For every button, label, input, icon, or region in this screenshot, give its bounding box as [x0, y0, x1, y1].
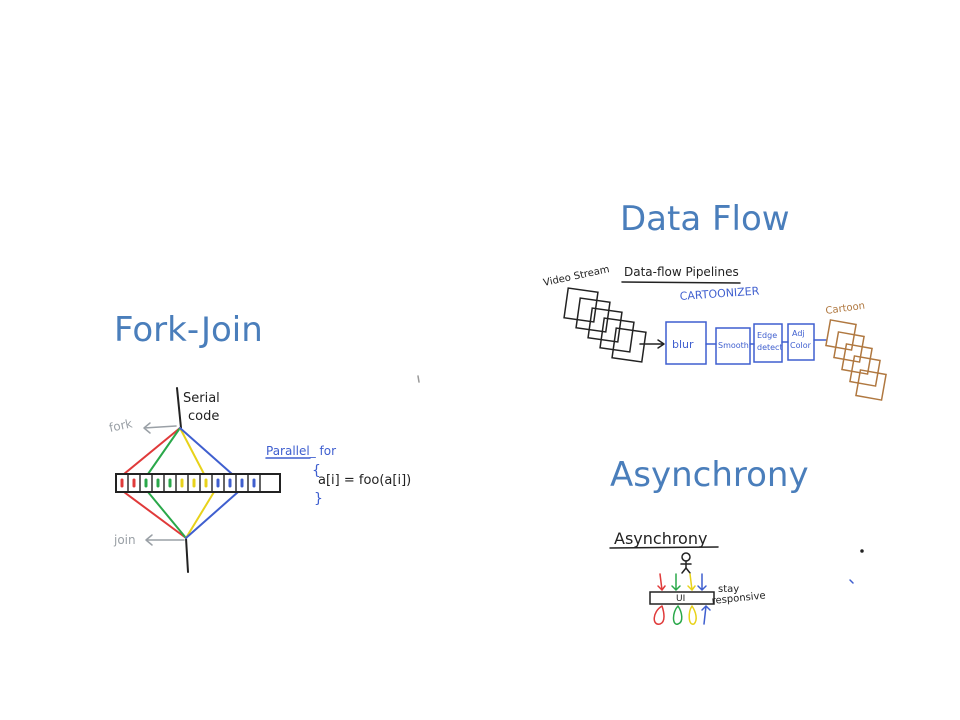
parallel-for-label: Parallel_ for: [266, 444, 336, 458]
pipeline-heading: Data-flow Pipelines: [624, 265, 739, 279]
asynchrony-title: Asynchrony: [610, 455, 809, 495]
ui-label: UI: [676, 594, 685, 604]
data-flow-title: Data Flow: [620, 199, 790, 239]
loop-statement: a[i] = foo(a[i]): [318, 473, 411, 488]
fork-label: fork: [108, 416, 134, 435]
brace-close: }: [314, 491, 323, 507]
stage-smooth: Smooth: [718, 341, 749, 350]
stage-color-line1: Adj: [792, 329, 805, 338]
stage-edge-line2: detect: [757, 343, 783, 352]
cartoon-label: Cartoon: [825, 301, 866, 317]
serial-label-line2: code: [188, 409, 219, 424]
cartoonizer-label: CARTOONIZER: [679, 284, 760, 303]
stage-blur: blur: [672, 338, 694, 351]
asynchrony-heading: Asynchrony: [614, 529, 707, 548]
brace-open: {: [312, 463, 321, 479]
caption-line1: stay: [718, 584, 739, 595]
serial-label-line1: Serial: [183, 391, 220, 406]
stage-color-line2: Color: [790, 341, 812, 350]
stage-edge-line1: Edge: [757, 331, 777, 340]
join-label: join: [113, 533, 136, 547]
fork-join-title: Fork-Join: [114, 310, 263, 350]
